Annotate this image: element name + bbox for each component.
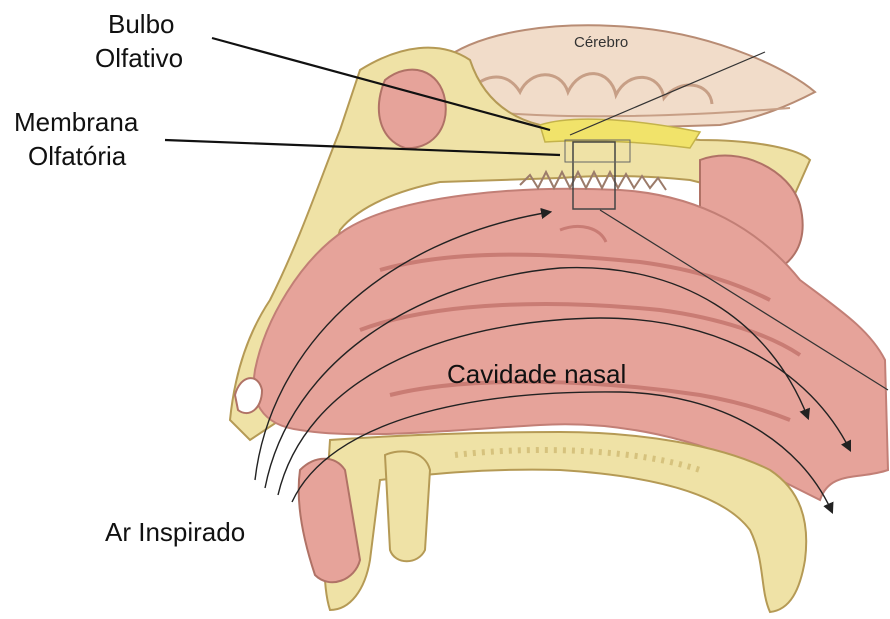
frontal-sinus xyxy=(379,70,446,149)
label-bulbo-line2: Olfativo xyxy=(95,42,183,74)
label-ar-inspirado: Ar Inspirado xyxy=(105,516,245,548)
label-membrana-line2: Olfatória xyxy=(28,140,126,172)
label-cerebro: Cérebro xyxy=(574,34,628,51)
label-bulbo-line1: Bulbo xyxy=(108,8,175,40)
label-membrana-line1: Membrana xyxy=(14,106,138,138)
label-cavidade-nasal: Cavidade nasal xyxy=(447,358,626,390)
incisor-tooth xyxy=(385,451,430,561)
